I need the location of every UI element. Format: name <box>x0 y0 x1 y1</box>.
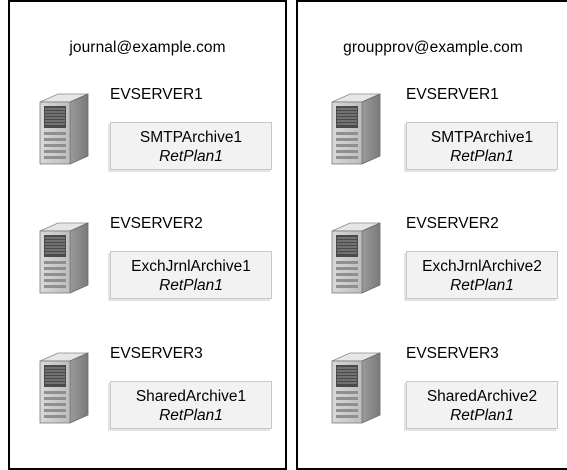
archive-box: ExchJrnlArchive2 RetPlan1 <box>406 251 558 299</box>
mailbox-address: journal@example.com <box>69 39 226 56</box>
server-group-2: EVSERVER2 ExchJrnlArchive2 RetPlan1 <box>298 215 567 335</box>
archive-name: SMTPArchive1 <box>430 129 534 146</box>
server-tower-icon <box>39 352 89 424</box>
server-name: EVSERVER3 <box>406 345 499 362</box>
server-tower-icon <box>331 222 381 294</box>
server-group-3: EVSERVER3 SharedArchive2 RetPlan1 <box>298 345 567 465</box>
server-name: EVSERVER1 <box>110 86 203 103</box>
archive-box: SharedArchive1 RetPlan1 <box>110 381 272 429</box>
retention-plan-name: RetPlan1 <box>159 407 223 424</box>
archive-name: SharedArchive2 <box>426 388 538 405</box>
retention-plan-name: RetPlan1 <box>159 277 223 294</box>
server-name: EVSERVER3 <box>110 345 203 362</box>
mailbox-panel-journal: journal@example.com EVSERVER1 SMTPArchiv… <box>8 0 287 470</box>
archive-name: SMTPArchive1 <box>139 129 243 146</box>
server-name: EVSERVER1 <box>406 86 499 103</box>
server-group-3: EVSERVER3 SharedArchive1 RetPlan1 <box>10 345 285 465</box>
archive-box: SharedArchive2 RetPlan1 <box>406 381 558 429</box>
retention-plan-name: RetPlan1 <box>450 148 514 165</box>
archive-box: ExchJrnlArchive1 RetPlan1 <box>110 251 272 299</box>
archive-name: SharedArchive1 <box>135 388 247 405</box>
server-tower-icon <box>39 222 89 294</box>
server-name: EVSERVER2 <box>406 215 499 232</box>
server-group-2: EVSERVER2 ExchJrnlArchive1 RetPlan1 <box>10 215 285 335</box>
archive-box: SMTPArchive1 RetPlan1 <box>110 122 272 170</box>
server-group-1: EVSERVER1 SMTPArchive1 RetPlan1 <box>10 86 285 206</box>
archive-box: SMTPArchive1 RetPlan1 <box>406 122 558 170</box>
server-name: EVSERVER2 <box>110 215 203 232</box>
mailbox-address: groupprov@example.com <box>343 39 523 56</box>
mailbox-panel-groupprov: groupprov@example.com EVSERVER1 SMTPArch… <box>296 0 567 470</box>
archive-name: ExchJrnlArchive1 <box>131 258 251 275</box>
server-tower-icon <box>39 93 89 165</box>
retention-plan-name: RetPlan1 <box>450 277 514 294</box>
server-tower-icon <box>331 93 381 165</box>
server-tower-icon <box>331 352 381 424</box>
server-group-1: EVSERVER1 SMTPArchive1 RetPlan1 <box>298 86 567 206</box>
archive-name: ExchJrnlArchive2 <box>422 258 542 275</box>
retention-plan-name: RetPlan1 <box>159 148 223 165</box>
retention-plan-name: RetPlan1 <box>450 407 514 424</box>
